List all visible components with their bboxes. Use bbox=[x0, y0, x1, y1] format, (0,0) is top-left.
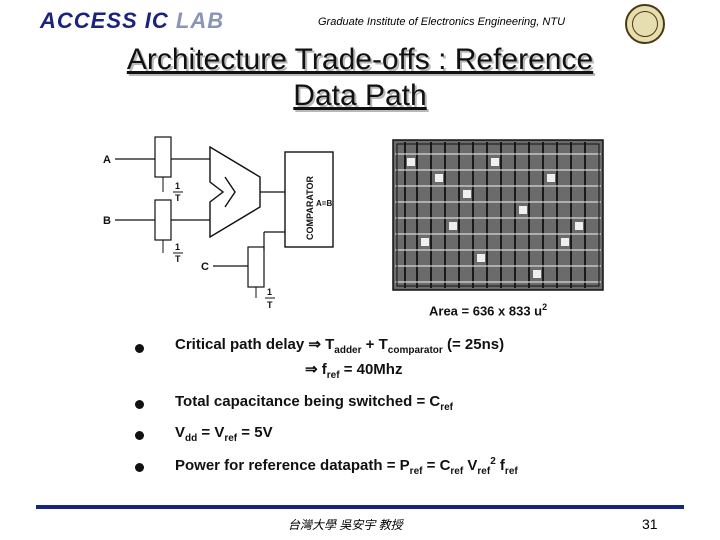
datapath-figure: A 1 T B 1 T COMPARATOR A=B bbox=[95, 132, 605, 487]
register-b bbox=[154, 199, 172, 241]
bullet-total-capacitance: Total capacitance being switched = Cref bbox=[175, 393, 454, 413]
bullet-critical-path-frequency: ⇒ fref = 40Mhz bbox=[305, 361, 403, 381]
bullet-voltage: Vdd = Vref = 5V bbox=[175, 424, 273, 444]
register-c bbox=[247, 246, 265, 288]
clock-b-den: T bbox=[175, 254, 181, 264]
clock-b-num: 1 bbox=[175, 242, 180, 252]
clock-c-num: 1 bbox=[267, 287, 272, 297]
lab-logo-text: ACCESS IC LAB bbox=[40, 8, 225, 33]
comparator-block bbox=[284, 151, 334, 248]
input-b-label: B bbox=[103, 215, 111, 227]
input-a-label: A bbox=[103, 154, 111, 166]
bullet-dot bbox=[135, 344, 144, 353]
comparator-label: COMPARATOR bbox=[305, 176, 315, 240]
bullet-dot bbox=[135, 400, 144, 409]
footer-divider bbox=[36, 505, 684, 509]
bullet-critical-path: Critical path delay ⇒ Tadder + Tcomparat… bbox=[175, 336, 505, 356]
institute-name: Graduate Institute of Electronics Engine… bbox=[318, 16, 566, 28]
slide-title: Architecture Trade-offs : Reference Data… bbox=[60, 42, 660, 114]
slide-title-line1: Architecture Trade-offs : Reference bbox=[126, 43, 594, 76]
clock-c-den: T bbox=[267, 300, 273, 310]
bullet-power: Power for reference datapath = Pref = Cr… bbox=[175, 456, 518, 477]
bullet-dot bbox=[135, 431, 144, 440]
layout-area-label: Area = 636 x 833 u2 bbox=[429, 302, 548, 319]
footer-author: 台灣大學 吳安宇 教授 bbox=[288, 518, 403, 532]
page-number: 31 bbox=[642, 516, 658, 532]
bullet-dot bbox=[135, 463, 144, 472]
slide-title-line2: Data Path bbox=[293, 79, 427, 112]
chip-layout-image bbox=[392, 139, 604, 291]
clock-a-den: T bbox=[175, 193, 181, 203]
input-c-label: C bbox=[201, 261, 209, 273]
university-seal-icon bbox=[625, 4, 665, 44]
comparator-output: A=B bbox=[316, 199, 332, 208]
datapath-schematic: A 1 T B 1 T COMPARATOR A=B bbox=[103, 136, 604, 310]
clock-a-num: 1 bbox=[175, 181, 180, 191]
register-a bbox=[154, 136, 172, 178]
